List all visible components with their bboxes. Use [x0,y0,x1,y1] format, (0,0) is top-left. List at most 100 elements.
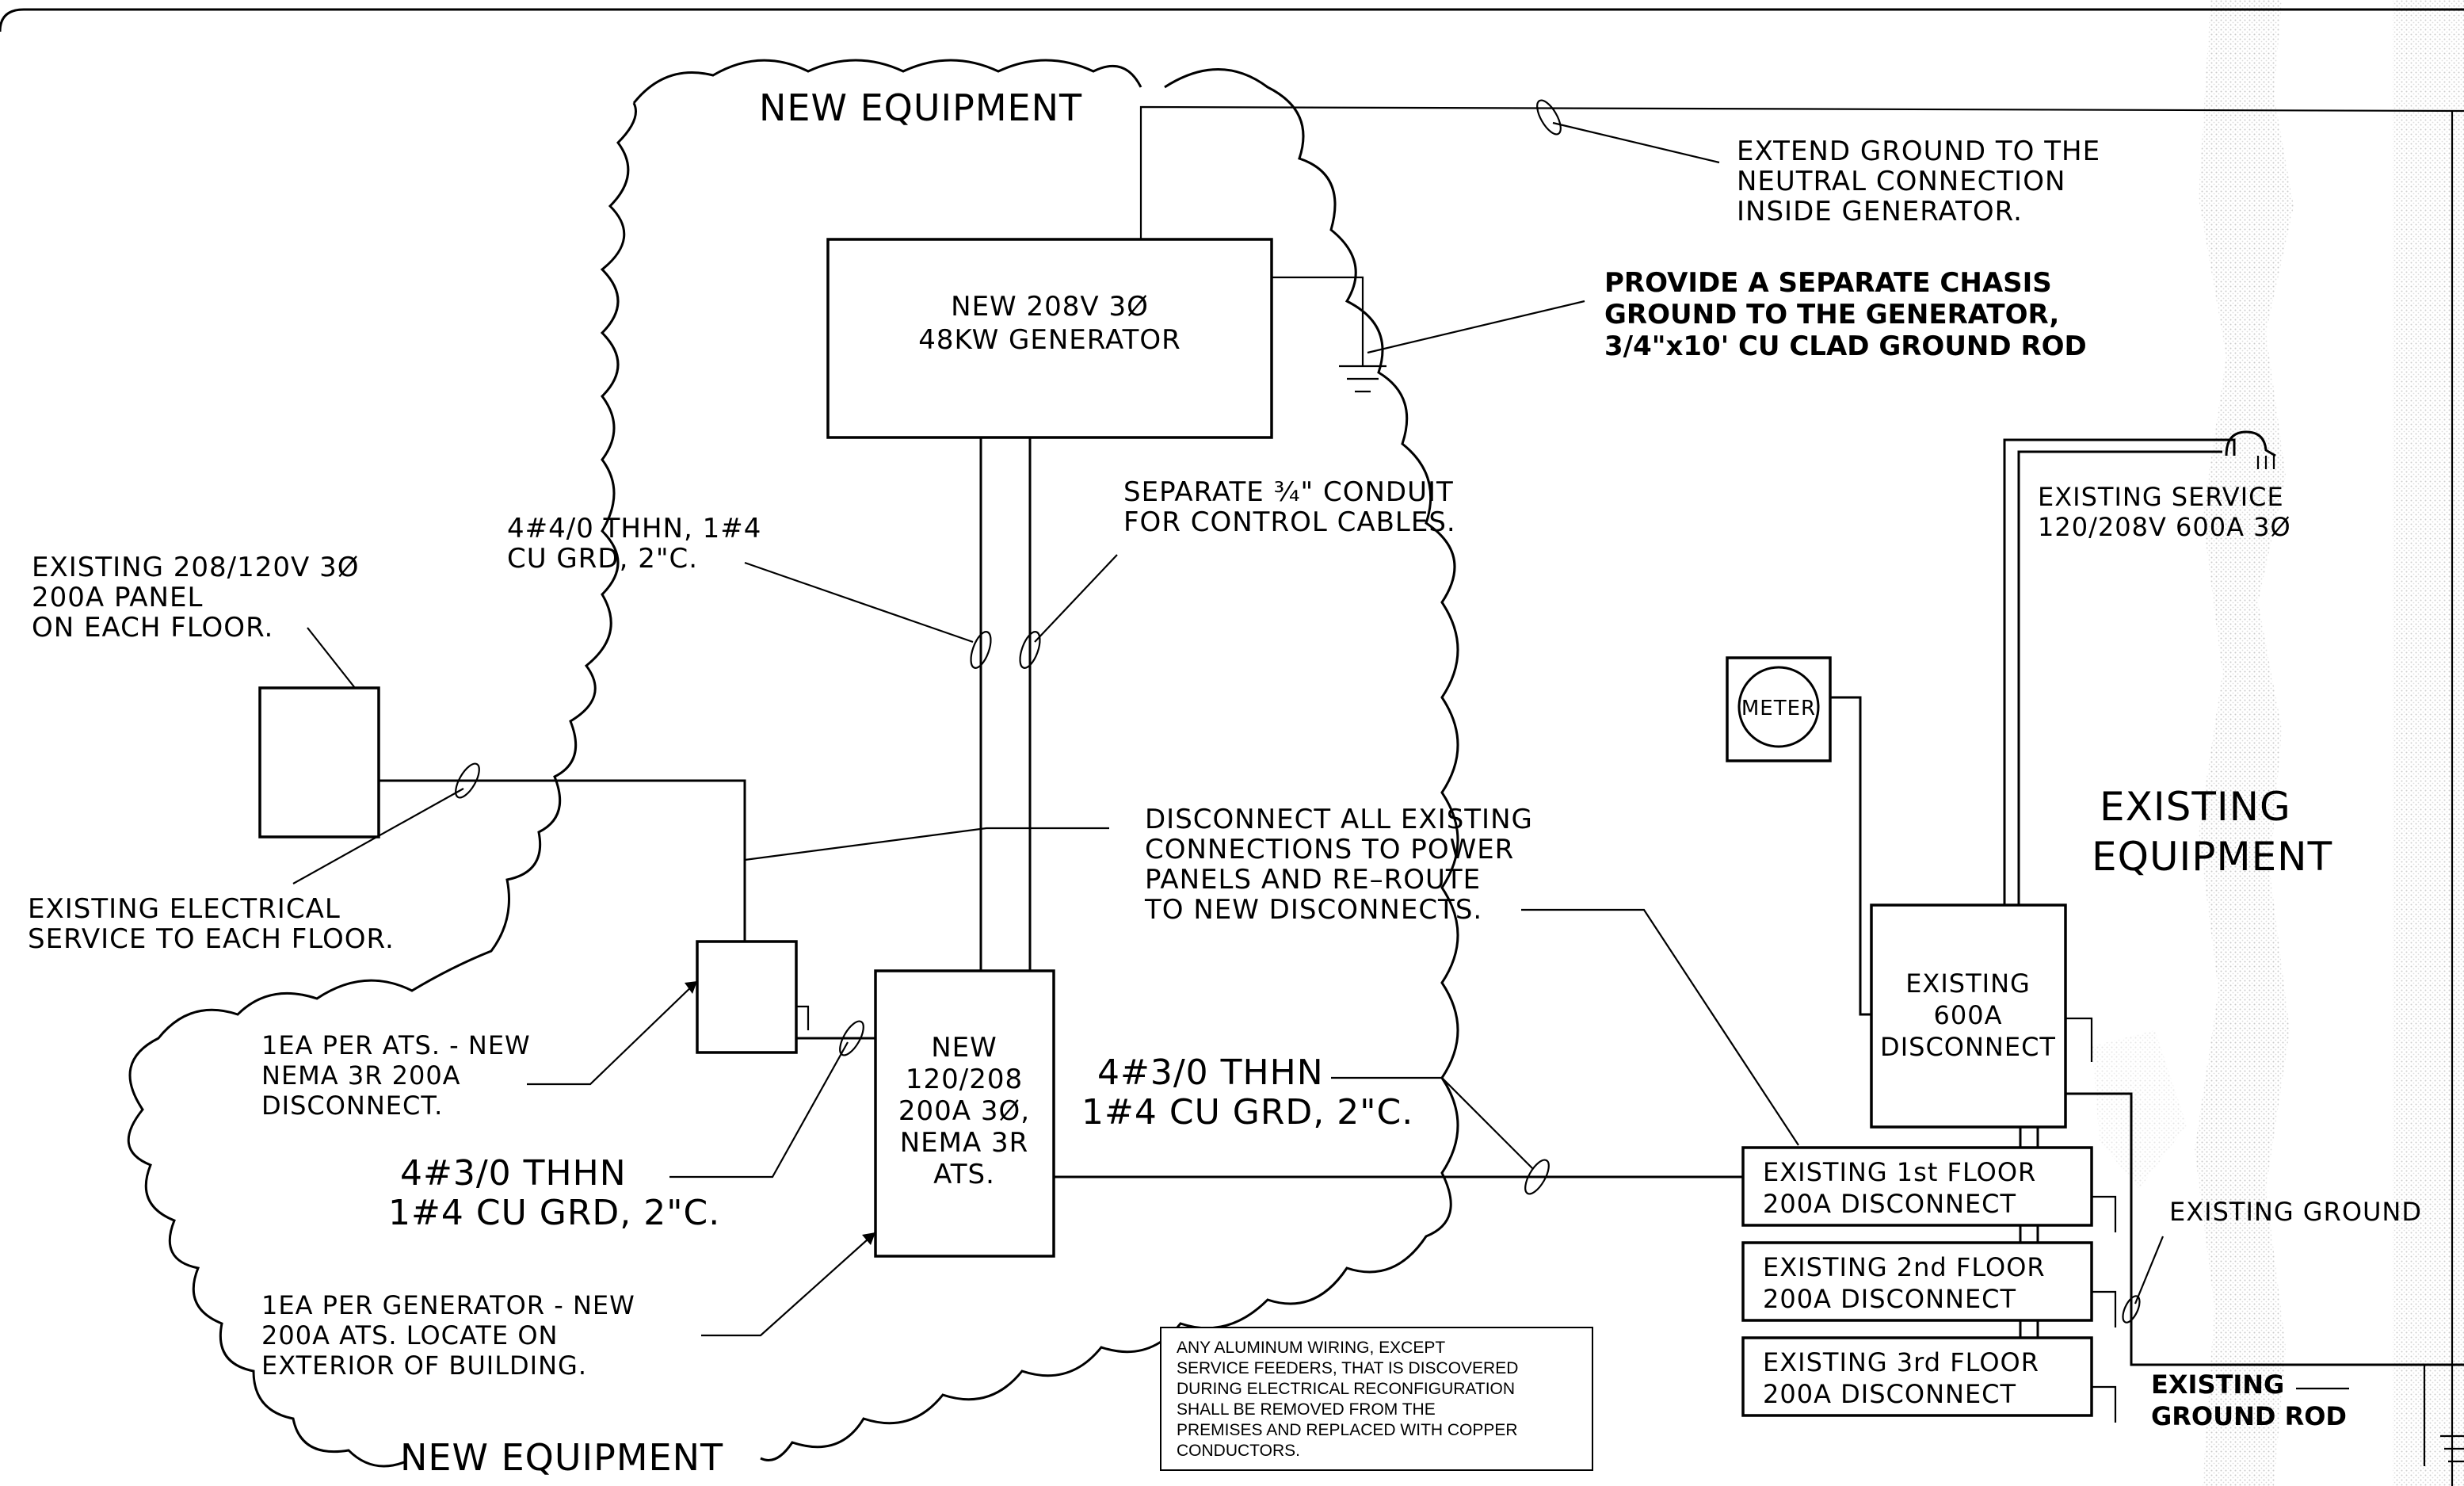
general-note-box [1160,1327,1593,1471]
service-entrance-conductor [2017,450,2222,905]
leader-line [292,788,464,884]
callout-existing-ground: EXISTING GROUND [2169,1197,2422,1227]
generator-neutral-ground-wire [1139,105,2464,239]
callout-disconnect-all: DISCONNECT ALL EXISTING CONNECTIONS TO P… [1144,804,1533,926]
svg-text:NEMA 3R 200A: NEMA 3R 200A [261,1060,461,1091]
svg-text:3/4"x10' CU CLAD GROUND ROD: 3/4"x10' CU CLAD GROUND ROD [1604,330,2087,362]
leader-line [1034,554,1118,643]
callout-chassis-ground: PROVIDE A SEPARATE CHASIS GROUND TO THE … [1604,267,2087,362]
leader-line [1367,300,1585,354]
generator-label-line2: 48KW GENERATOR [918,324,1181,356]
existing-disconnect-label-line2: 600A [1934,1000,2003,1030]
svg-text:INSIDE GENERATOR.: INSIDE GENERATOR. [1737,196,2023,227]
conduit-ellipse [1536,99,1562,136]
svg-text:GROUND ROD: GROUND ROD [2151,1401,2347,1431]
meter-box [1726,656,1832,762]
existing-panel-box [258,686,380,839]
arrowhead [862,1232,875,1245]
ats-label-line5: ATS. [933,1159,995,1190]
ground-symbol-icon [1339,349,1386,393]
conduit-ellipse [839,1020,864,1056]
svg-text:DURING ELECTRICAL RECONFIGURAT: DURING ELECTRICAL RECONFIGURATION [1177,1380,1515,1398]
leader-line [307,627,356,689]
callout-existing-ground-rod: EXISTING GROUND ROD [2151,1369,2347,1431]
svg-text:SHALL BE REMOVED FROM THE: SHALL BE REMOVED FROM THE [1177,1400,1436,1419]
conduit-ellipse [1019,631,1041,669]
ats-label-line2: 120/208 [906,1064,1023,1095]
chassis-ground-wire [1272,276,1364,349]
floor-disconnect-3-line2: 200A DISCONNECT [1763,1379,2016,1409]
svg-text:DISCONNECT.: DISCONNECT. [261,1091,443,1121]
floor-disconnect-2: EXISTING 2nd FLOOR 200A DISCONNECT [1741,1241,2117,1327]
general-note-text: ANY ALUMINUM WIRING, EXCEPT SERVICE FEED… [1177,1339,1518,1460]
disconnect-handle [796,1005,810,1030]
meter-wire [1830,696,1871,1016]
meter-label: METER [1741,697,1816,720]
svg-text:CONDUCTORS.: CONDUCTORS. [1177,1442,1300,1460]
svg-text:ON EACH FLOOR.: ON EACH FLOOR. [32,612,273,644]
existing-equipment-label: EXISTING EQUIPMENT [2092,784,2332,880]
new-equipment-label-top: NEW EQUIPMENT [759,86,1082,129]
sheet-border [0,8,2464,32]
callout-generator-feeder: 4#4/0 THHN, 1#4 CU GRD, 2"C. [507,513,761,575]
svg-text:PREMISES AND REPLACED WITH COP: PREMISES AND REPLACED WITH COPPER [1177,1421,1518,1439]
callout-existing-panel: EXISTING 208/120V 3Ø 200A PANEL ON EACH … [32,552,358,644]
leader-line [701,1232,876,1337]
callout-ats-feeder-left: 4#3/0 THHN 1#4 CU GRD, 2"C. [388,1153,720,1233]
service-entrance-conductor [2003,438,2236,905]
conduit-ellipse [2122,1295,2141,1324]
svg-text:FOR CONTROL CABLES.: FOR CONTROL CABLES. [1123,506,1456,538]
ats-label-line1: NEW [931,1032,997,1064]
svg-text:1#4 CU GRD, 2"C.: 1#4 CU GRD, 2"C. [388,1193,720,1233]
svg-text:1#4 CU GRD, 2"C.: 1#4 CU GRD, 2"C. [1081,1092,1413,1133]
existing-disconnect-label-line1: EXISTING [1905,968,2031,999]
conduit-ellipse [970,631,992,669]
svg-text:1EA PER ATS. - NEW: 1EA PER ATS. - NEW [261,1030,531,1060]
generator-label-line1: NEW 208V 3Ø [951,291,1149,323]
svg-text:EQUIPMENT: EQUIPMENT [2092,834,2332,880]
leader-line [1552,121,1720,164]
svg-text:4#4/0 THHN, 1#4: 4#4/0 THHN, 1#4 [507,513,761,544]
floor-disconnect-3-line1: EXISTING 3rd FLOOR [1763,1347,2039,1377]
ats-box [874,969,1055,1258]
floor-disconnect-1-line1: EXISTING 1st FLOOR [1763,1157,2036,1187]
existing-600a-disconnect-box [1870,903,2067,1129]
floor-disconnect-3: EXISTING 3rd FLOOR 200A DISCONNECT [1741,1336,2117,1423]
existing-disconnect-label-line3: DISCONNECT [1880,1032,2056,1062]
callout-extend-ground: EXTEND GROUND TO THE NEUTRAL CONNECTION … [1737,136,2100,227]
leader-line [2134,1236,2165,1305]
svg-text:SERVICE TO EACH FLOOR.: SERVICE TO EACH FLOOR. [28,923,395,955]
callout-control-conduit: SEPARATE ¾" CONDUIT FOR CONTROL CABLES. [1123,476,1456,538]
new-nema3r-disconnect-box [696,940,798,1054]
svg-text:120/208V 600A 3Ø: 120/208V 600A 3Ø [2038,512,2291,542]
svg-text:EXISTING: EXISTING [2151,1369,2284,1400]
leader-line [669,1041,849,1178]
svg-text:EXISTING ELECTRICAL: EXISTING ELECTRICAL [28,893,341,925]
new-equipment-cloud [127,59,1459,1468]
svg-text:TO NEW DISCONNECTS.: TO NEW DISCONNECTS. [1144,894,1482,926]
new-equipment-label-bottom: NEW EQUIPMENT [400,1436,723,1479]
svg-text:EXTEND GROUND TO THE: EXTEND GROUND TO THE [1737,136,2100,167]
existing-ground-conductor [2065,1092,2464,1366]
generator-box [826,238,1273,439]
leader-line [527,980,698,1086]
callout-new-disconnect: 1EA PER ATS. - NEW NEMA 3R 200A DISCONNE… [261,1030,531,1121]
svg-text:PANELS AND RE–ROUTE: PANELS AND RE–ROUTE [1145,864,1481,896]
svg-text:4#3/0 THHN: 4#3/0 THHN [400,1153,627,1194]
svg-text:200A PANEL: 200A PANEL [32,582,203,613]
svg-text:DISCONNECT ALL EXISTING: DISCONNECT ALL EXISTING [1145,804,1533,835]
panel-to-disconnect-wire [379,779,746,942]
svg-text:EXISTING SERVICE: EXISTING SERVICE [2038,482,2284,512]
svg-text:CU GRD, 2"C.: CU GRD, 2"C. [507,543,698,575]
svg-text:PROVIDE A SEPARATE CHASIS: PROVIDE A SEPARATE CHASIS [1604,267,2052,299]
callout-existing-service: EXISTING SERVICE 120/208V 600A 3Ø [2038,482,2291,542]
floor-disconnect-2-line1: EXISTING 2nd FLOOR [1763,1252,2046,1282]
svg-text:4#3/0 THHN: 4#3/0 THHN [1097,1052,1324,1093]
svg-text:SEPARATE ¾" CONDUIT: SEPARATE ¾" CONDUIT [1123,476,1454,508]
floor-disconnect-1: EXISTING 1st FLOOR 200A DISCONNECT [1741,1146,2117,1232]
meter-icon [1737,666,1820,748]
disconnect-handle [2065,1017,2093,1062]
svg-text:EXTERIOR OF BUILDING.: EXTERIOR OF BUILDING. [261,1350,587,1381]
floor-disconnect-1-line2: 200A DISCONNECT [1763,1189,2016,1219]
